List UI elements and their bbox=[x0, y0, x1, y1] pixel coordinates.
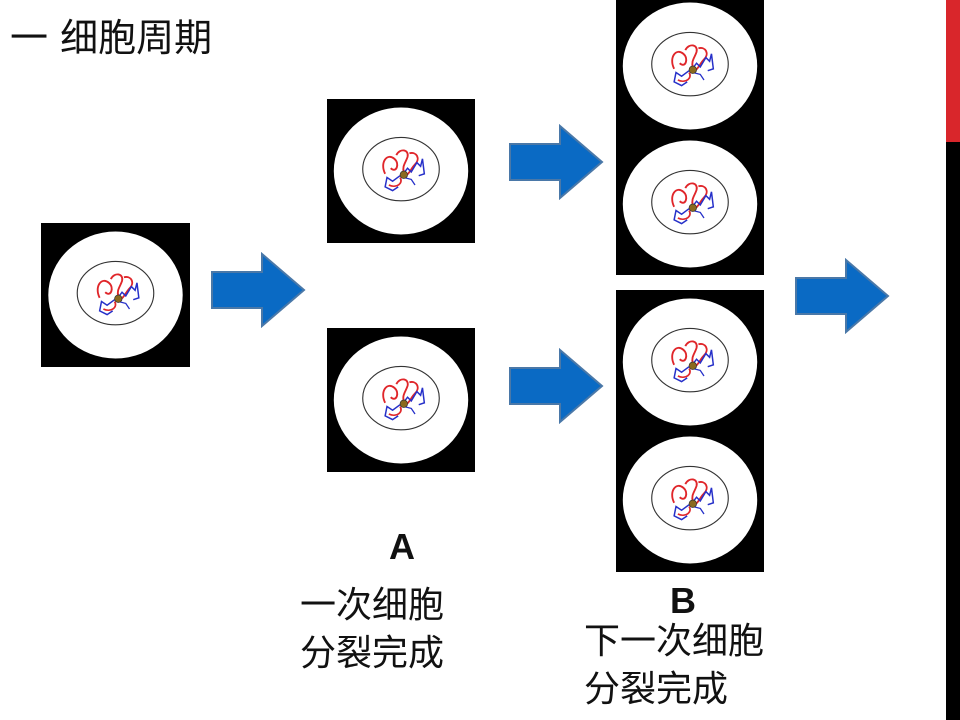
cell-nucleus-icon bbox=[43, 225, 188, 365]
right-arrow-icon bbox=[210, 252, 306, 328]
caption-a: 一次细胞 分裂完成 bbox=[300, 582, 444, 678]
cell-nucleus-icon bbox=[618, 134, 762, 274]
cell-panel-parent bbox=[41, 223, 190, 367]
caption-a-line1: 一次细胞 bbox=[300, 585, 445, 626]
accent-bar-red bbox=[946, 0, 960, 142]
page-title: 一 细胞周期 bbox=[10, 16, 213, 60]
caption-b-line1: 下一次细胞 bbox=[584, 621, 765, 662]
cell-nucleus-icon bbox=[618, 292, 762, 432]
label-a: A bbox=[389, 526, 415, 567]
cell-nucleus-icon bbox=[329, 330, 473, 470]
caption-b-line2: 分裂完成 bbox=[584, 669, 729, 710]
cell-panel-a-top bbox=[327, 99, 475, 243]
cell-panel-a-bottom bbox=[327, 328, 475, 472]
cell-panel-b-top bbox=[616, 0, 764, 275]
caption-b: 下一次细胞 分裂完成 bbox=[584, 618, 764, 714]
cell-panel-b-bottom bbox=[616, 290, 764, 572]
cell-nucleus-icon bbox=[618, 0, 762, 136]
right-arrow-icon bbox=[794, 258, 890, 334]
accent-bar-black bbox=[946, 142, 960, 720]
cell-nucleus-icon bbox=[329, 101, 473, 241]
right-arrow-icon bbox=[508, 348, 604, 424]
caption-a-line2: 分裂完成 bbox=[300, 633, 445, 674]
cell-nucleus-icon bbox=[618, 430, 762, 570]
right-arrow-icon bbox=[508, 124, 604, 200]
label-b: B bbox=[670, 580, 696, 621]
